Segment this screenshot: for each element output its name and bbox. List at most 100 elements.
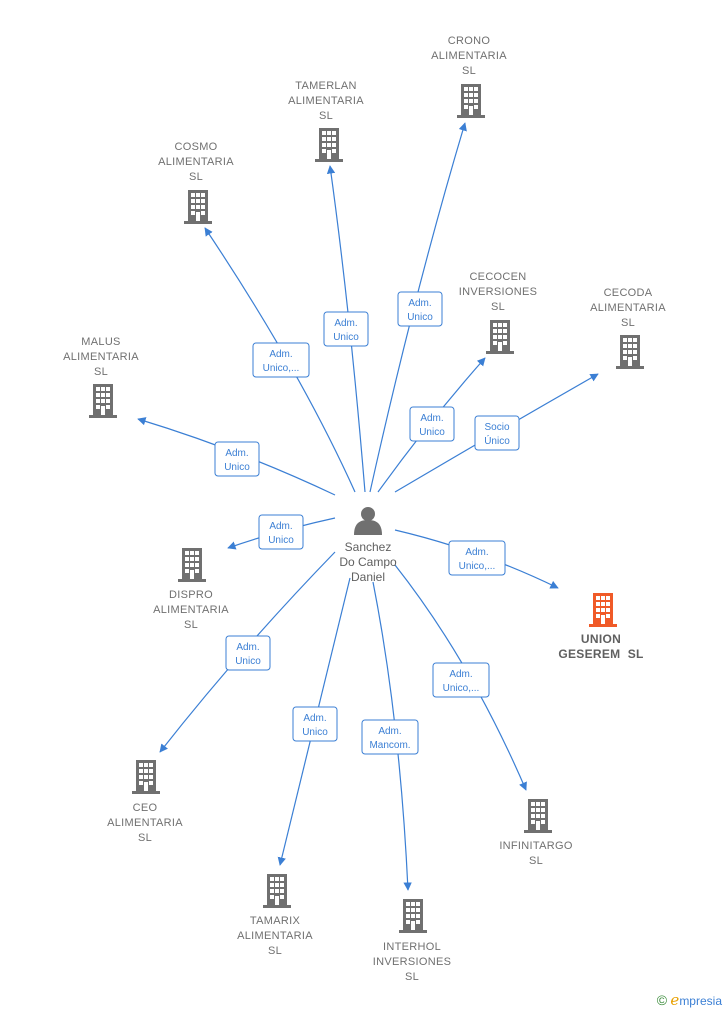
relation-text-tamerlan-0: Adm. <box>334 318 357 329</box>
company-label-malus-0: MALUS <box>81 336 120 348</box>
relation-badge-cosmo[interactable]: Adm. Unico,... <box>252 342 310 378</box>
company-label-infinitargo-1: SL <box>529 855 543 867</box>
company-label-interhol-1: INVERSIONES <box>373 956 452 968</box>
company-label-union-1: GESEREM SL <box>558 647 643 661</box>
building-icon <box>524 799 552 833</box>
company-node-cecocen[interactable]: CECOCEN INVERSIONES SL <box>459 271 538 354</box>
company-label-cecoda-2: SL <box>621 317 635 329</box>
company-label-tamarix-0: TAMARIX <box>250 915 301 927</box>
building-icon <box>315 128 343 162</box>
relation-badge-cecocen[interactable]: Adm. Unico <box>409 406 455 442</box>
company-label-malus-2: SL <box>94 366 108 378</box>
relation-text-union-1: Unico,... <box>459 561 496 572</box>
relation-text-tamarix-0: Adm. <box>303 713 326 724</box>
relation-badge-tamerlan[interactable]: Adm. Unico <box>323 311 369 347</box>
building-icon <box>486 320 514 354</box>
relation-text-dispro-1: Unico <box>268 535 294 546</box>
empresia-footer[interactable]: © empresia <box>657 991 722 1009</box>
company-node-tamerlan[interactable]: TAMERLAN ALIMENTARIA SL <box>288 80 364 162</box>
building-icon <box>178 548 206 582</box>
company-label-dispro-2: SL <box>184 619 198 631</box>
center-name-line-3: Daniel <box>351 570 385 584</box>
brand-name: mpresia <box>679 994 722 1008</box>
relation-text-dispro-0: Adm. <box>269 521 292 532</box>
relation-text-cecocen-1: Unico <box>419 427 445 438</box>
relation-text-cosmo-1: Unico,... <box>263 363 300 374</box>
center-name-line-1: Sanchez <box>345 540 392 554</box>
relation-text-ceo-1: Unico <box>235 656 261 667</box>
company-node-tamarix[interactable]: TAMARIX ALIMENTARIA SL <box>237 874 313 957</box>
building-icon <box>89 384 117 418</box>
company-label-dispro-0: DISPRO <box>169 589 213 601</box>
building-icon <box>184 190 212 224</box>
building-icon <box>263 874 291 908</box>
company-label-malus-1: ALIMENTARIA <box>63 351 139 363</box>
company-node-cecoda[interactable]: CECODA ALIMENTARIA SL <box>590 287 666 369</box>
company-label-interhol-0: INTERHOL <box>383 941 441 953</box>
relation-text-interhol-0: Adm. <box>378 726 401 737</box>
building-icon <box>132 760 160 794</box>
nodes-layer: CRONOALIMENTARIASLTAMERLANALIMENTARIASLC… <box>63 35 666 983</box>
building-icon <box>589 593 617 627</box>
relation-badge-crono[interactable]: Adm. Unico <box>397 291 443 327</box>
relation-text-tamarix-1: Unico <box>302 727 328 738</box>
relation-text-cecocen-0: Adm. <box>420 413 443 424</box>
company-label-cosmo-1: ALIMENTARIA <box>158 156 234 168</box>
edges-layer: Adm.UnicoAdm.UnicoAdm.Unico,...Adm.Unico… <box>137 122 599 891</box>
relation-text-crono-1: Unico <box>407 312 433 323</box>
relation-badge-infinitargo[interactable]: Adm. Unico,... <box>432 662 490 698</box>
building-icon <box>399 899 427 933</box>
company-label-ceo-0: CEO <box>133 802 158 814</box>
relation-text-malus-1: Unico <box>224 462 250 473</box>
company-label-cecoda-1: ALIMENTARIA <box>590 302 666 314</box>
relation-text-malus-0: Adm. <box>225 448 248 459</box>
relation-badge-tamarix[interactable]: Adm. Unico <box>292 706 338 742</box>
center-name-line-2: Do Campo <box>339 555 397 569</box>
company-label-union-0: UNION <box>581 632 621 646</box>
building-icon <box>616 335 644 369</box>
relation-badge-malus[interactable]: Adm. Unico <box>214 441 260 477</box>
relation-text-ceo-0: Adm. <box>236 642 259 653</box>
company-label-cosmo-0: COSMO <box>174 141 217 153</box>
relation-badge-ceo[interactable]: Adm. Unico <box>225 635 271 671</box>
relation-badge-union[interactable]: Adm. Unico,... <box>448 540 506 576</box>
relation-text-cecoda-0: Socio <box>484 422 509 433</box>
company-label-ceo-2: SL <box>138 832 152 844</box>
company-label-cecoda-0: CECODA <box>604 287 653 299</box>
relation-text-crono-0: Adm. <box>408 298 431 309</box>
relation-badge-interhol[interactable]: Adm. Mancom. <box>361 719 419 755</box>
relation-text-interhol-1: Mancom. <box>369 740 410 751</box>
company-label-tamerlan-1: ALIMENTARIA <box>288 95 364 107</box>
copyright-symbol: © <box>656 992 668 1008</box>
relation-text-cosmo-0: Adm. <box>269 349 292 360</box>
company-label-crono-1: ALIMENTARIA <box>431 50 507 62</box>
company-label-cecocen-2: SL <box>491 301 505 313</box>
company-label-crono-2: SL <box>462 65 476 77</box>
company-node-malus[interactable]: MALUS ALIMENTARIA SL <box>63 336 139 418</box>
relation-text-union-0: Adm. <box>465 547 488 558</box>
relation-text-tamerlan-1: Unico <box>333 332 359 343</box>
building-icon <box>457 84 485 118</box>
company-label-cecocen-1: INVERSIONES <box>459 286 538 298</box>
relation-badge-dispro[interactable]: Adm. Unico <box>258 514 304 550</box>
company-label-tamerlan-2: SL <box>319 110 333 122</box>
company-label-tamarix-2: SL <box>268 945 282 957</box>
center-person[interactable]: Sanchez Do Campo Daniel <box>339 507 397 584</box>
company-label-interhol-2: SL <box>405 971 419 983</box>
person-icon <box>354 507 382 535</box>
company-node-interhol[interactable]: INTERHOL INVERSIONES SL <box>373 899 452 983</box>
relation-text-infinitargo-1: Unico,... <box>443 683 480 694</box>
company-label-cecocen-0: CECOCEN <box>469 271 526 283</box>
brand-initial: e <box>670 991 680 1009</box>
company-label-tamerlan-0: TAMERLAN <box>295 80 356 92</box>
relation-text-infinitargo-0: Adm. <box>449 669 472 680</box>
company-label-tamarix-1: ALIMENTARIA <box>237 930 313 942</box>
